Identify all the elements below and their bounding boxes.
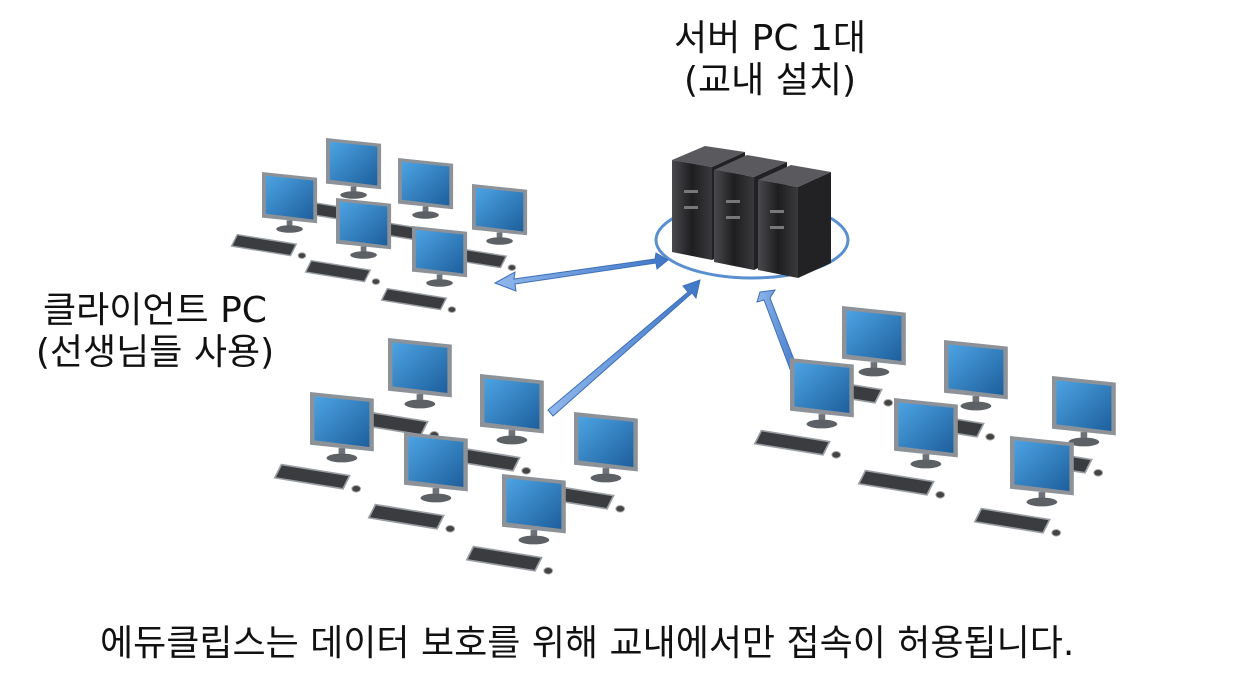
client-workstation xyxy=(973,436,1074,537)
client-workstation xyxy=(443,374,544,475)
server-label: 서버 PC 1대 (교내 설치) xyxy=(620,18,920,102)
keyboard xyxy=(465,545,543,572)
client-workstation xyxy=(367,432,468,533)
monitor-screen xyxy=(794,362,850,413)
client-workstation xyxy=(230,172,318,259)
arrow-to-middle-cluster xyxy=(547,279,701,417)
footer-note: 에듀클립스는 데이터 보호를 위해 교내에서만 접속이 허용됩니다. xyxy=(100,623,1075,664)
client-workstation xyxy=(273,392,374,493)
monitor-screen xyxy=(392,342,448,393)
client-workstation xyxy=(380,226,468,313)
client-workstation xyxy=(537,412,638,513)
monitor-screen xyxy=(578,416,634,467)
client-workstation xyxy=(465,474,566,575)
monitor-screen xyxy=(408,436,464,487)
client-workstation xyxy=(857,398,958,499)
server-towers xyxy=(672,146,831,278)
client-title: 클라이언트 PC xyxy=(43,290,267,331)
keyboard xyxy=(973,507,1051,534)
monitor-screen xyxy=(1014,440,1070,491)
client-workstation xyxy=(1015,376,1116,477)
monitor-screen xyxy=(484,378,540,429)
client-label: 클라이언트 PC (선생님들 사용) xyxy=(10,290,300,374)
monitor-screen xyxy=(898,402,954,453)
monitor-screen xyxy=(265,175,314,220)
client-workstation xyxy=(351,338,452,439)
monitor-screen xyxy=(846,310,902,361)
server-tower xyxy=(758,165,831,278)
monitor-screen xyxy=(314,396,370,447)
client-workstation xyxy=(440,184,528,271)
monitor-screen xyxy=(948,344,1004,395)
monitor-screen xyxy=(475,187,524,232)
keyboard xyxy=(367,503,445,530)
arrow-to-left-cluster xyxy=(493,252,669,292)
connection-arrows xyxy=(493,252,801,417)
monitor-screen xyxy=(1056,380,1112,431)
client-workstation xyxy=(304,198,392,285)
keyboard xyxy=(380,287,448,311)
client-workstation xyxy=(753,358,854,459)
client-clusters xyxy=(230,138,1116,575)
monitor-screen xyxy=(415,229,464,274)
keyboard xyxy=(304,259,372,283)
keyboard xyxy=(753,429,831,456)
monitor-screen xyxy=(339,201,388,246)
server-subtitle: (교내 설치) xyxy=(683,60,856,101)
keyboard xyxy=(273,463,351,490)
keyboard xyxy=(230,233,298,257)
monitor-screen xyxy=(401,161,450,206)
keyboard xyxy=(857,469,935,496)
client-subtitle: (선생님들 사용) xyxy=(35,332,275,373)
server-title: 서버 PC 1대 xyxy=(674,18,866,59)
monitor-screen xyxy=(329,141,378,186)
monitor-screen xyxy=(506,478,562,529)
